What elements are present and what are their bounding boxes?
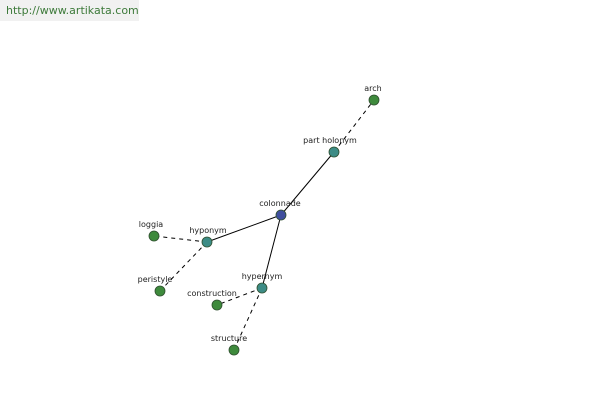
node-label-arch[interactable]: arch [364,84,381,93]
node-hyponym[interactable] [201,236,213,248]
edges-layer [153,99,375,351]
edge-hypernym-construction [216,287,263,306]
node-construction[interactable] [211,299,223,311]
node-label-structure[interactable]: structure [211,334,247,343]
labels-layer: colonnade part holonym hyponym hypernym arch… [138,84,382,343]
node-arch[interactable] [368,94,380,106]
node-label-colonnade[interactable]: colonnade [259,199,301,208]
edge-colonnade-part_holonym [280,151,335,216]
node-label-loggia[interactable]: loggia [139,220,163,229]
edge-hypernym-structure [233,287,263,351]
node-label-construction[interactable]: construction [187,289,237,298]
node-peristyle[interactable] [154,285,166,297]
edge-hyponym-peristyle [159,241,208,292]
node-colonnade[interactable] [275,209,287,221]
node-loggia[interactable] [148,230,160,242]
edge-part_holonym-arch [333,99,375,153]
node-label-hyponym[interactable]: hyponym [189,226,227,235]
node-structure[interactable] [228,344,240,356]
site-url-link[interactable]: http://www.artikata.com [6,4,139,17]
nodes-layer [148,94,380,356]
node-label-hypernym[interactable]: hypernym [242,272,283,281]
node-label-peristyle[interactable]: peristyle [138,275,173,284]
node-label-part-holonym[interactable]: part holonym [303,136,357,145]
edge-colonnade-hyponym [206,214,282,243]
url-banner: http://www.artikata.com [0,0,139,21]
edge-hyponym-loggia [153,235,208,243]
node-hypernym[interactable] [256,282,268,294]
edge-colonnade-hypernym [261,214,282,289]
node-part-holonym[interactable] [328,146,340,158]
